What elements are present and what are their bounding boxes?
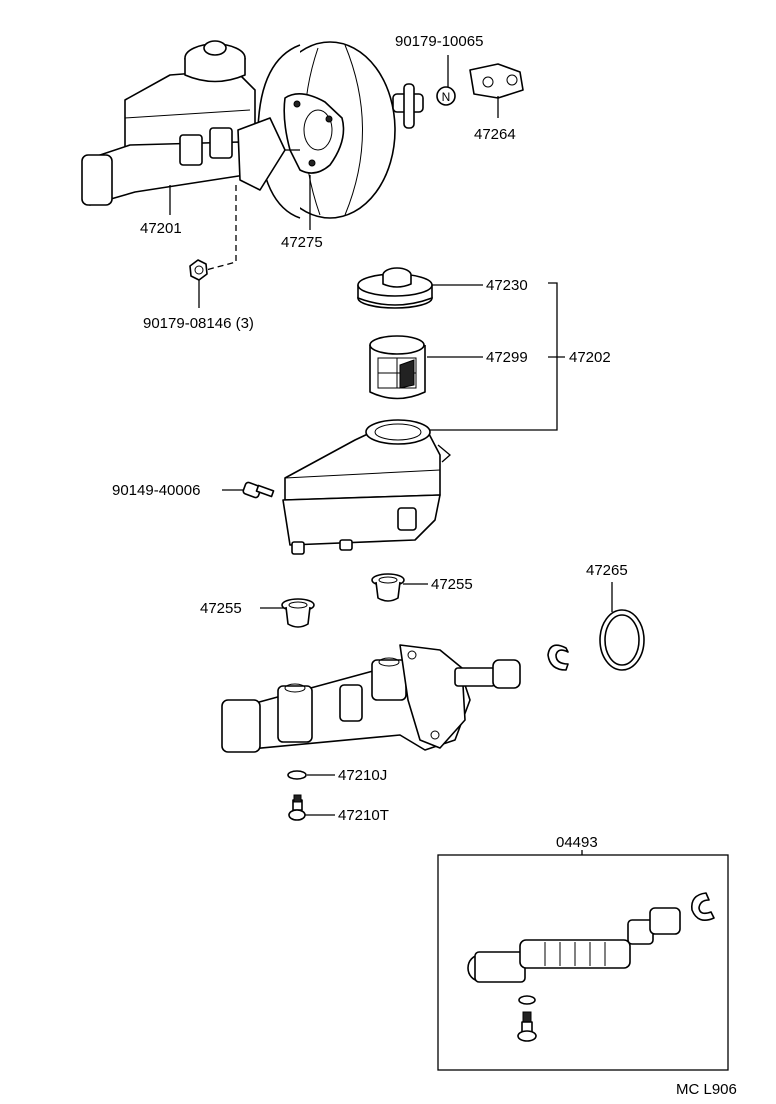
label-47202: 47202 (569, 349, 611, 366)
label-47264: 47264 (474, 126, 516, 143)
label-90179-08146: 90179-08146 (3) (143, 315, 254, 332)
label-04493: 04493 (556, 834, 598, 851)
label-47255-right: 47255 (431, 576, 473, 593)
reservoir-body (282, 419, 452, 555)
kit-snap-ring (690, 892, 715, 921)
label-47210t: 47210T (338, 807, 389, 824)
diagram-code: MC L906 (676, 1081, 737, 1098)
kit-box (437, 850, 729, 1071)
nut-n: N (436, 86, 456, 106)
part-labels: 90179-10065 47264 47201 47275 90179-0814… (112, 33, 737, 1098)
nut-letter: N (442, 90, 451, 104)
reservoir-cap (357, 267, 433, 309)
kit-gasket (518, 995, 536, 1005)
reservoir-strainer (369, 335, 426, 400)
label-47210j: 47210J (338, 767, 387, 784)
flange-nut (189, 259, 208, 281)
gasket-47275 (283, 93, 345, 174)
bolt-47210t (288, 794, 306, 821)
label-47201: 47201 (140, 220, 182, 237)
master-cylinder-assembly (81, 40, 300, 206)
gasket-47210j (287, 770, 307, 780)
grommet-47255-right (371, 573, 405, 602)
clevis-47264 (469, 63, 524, 99)
label-90149-40006: 90149-40006 (112, 482, 200, 499)
leader-lines (169, 55, 613, 816)
grommet-47255-left (281, 598, 315, 628)
label-47275: 47275 (281, 234, 323, 251)
screw (242, 481, 275, 499)
dashed-leader (205, 185, 237, 271)
cylinder-body (221, 644, 521, 753)
kit-bolt (517, 1011, 537, 1042)
kit-piston (467, 907, 681, 983)
cup-seal-47265 (599, 609, 645, 671)
label-47230: 47230 (486, 277, 528, 294)
snap-ring (547, 644, 569, 671)
label-90179-10065: 90179-10065 (395, 33, 483, 50)
label-47265: 47265 (586, 562, 628, 579)
label-47255-left: 47255 (200, 600, 242, 617)
label-47299: 47299 (486, 349, 528, 366)
